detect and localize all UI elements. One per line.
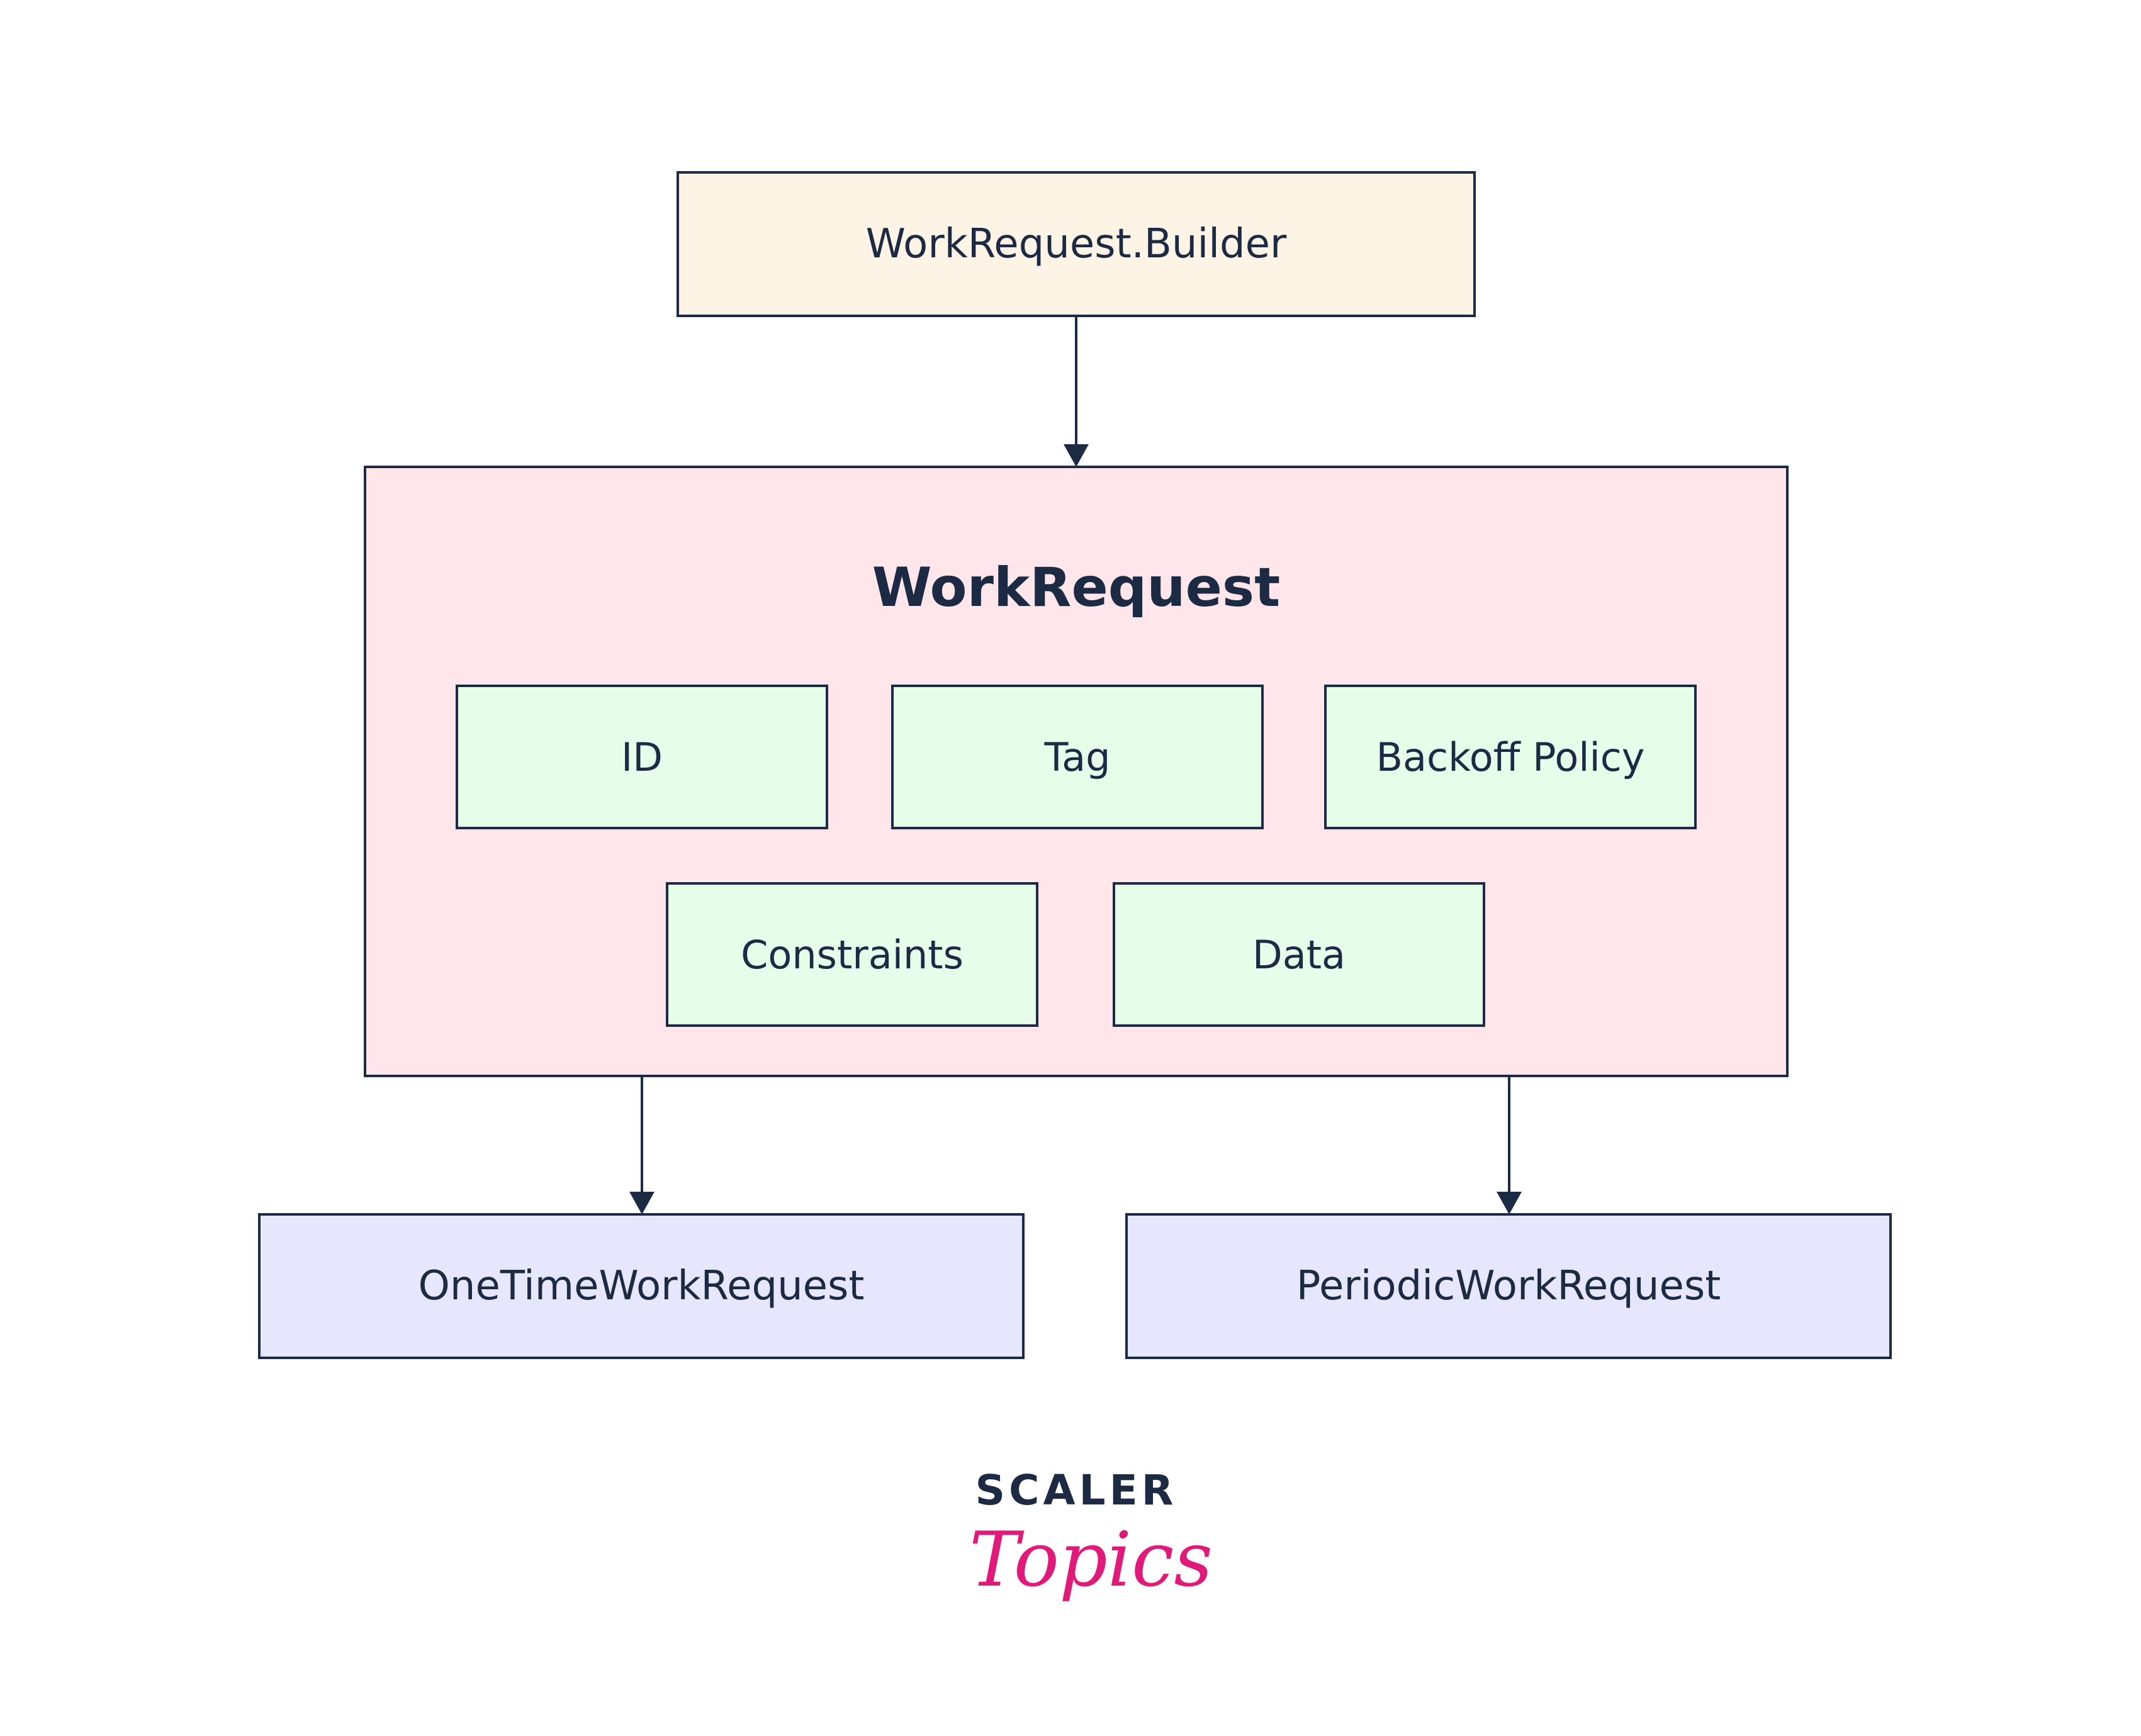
- logo-wordmark-bottom: Topics: [969, 1516, 1213, 1604]
- logo-wordmark-top: SCALER: [975, 1466, 1177, 1515]
- property-data-node: Data: [1113, 882, 1485, 1027]
- workrequest-builder-label: WorkRequest.Builder: [865, 221, 1287, 267]
- workrequest-builder-node: WorkRequest.Builder: [677, 171, 1476, 317]
- property-backoff-policy-node: Backoff Policy: [1324, 685, 1697, 829]
- property-constraints-node: Constraints: [666, 882, 1038, 1027]
- periodic-workrequest-node: PeriodicWorkRequest: [1125, 1213, 1892, 1359]
- property-id-label: ID: [621, 734, 663, 780]
- property-data-label: Data: [1252, 931, 1346, 978]
- workrequest-title: WorkRequest: [872, 556, 1281, 619]
- periodic-workrequest-label: PeriodicWorkRequest: [1296, 1263, 1721, 1309]
- property-constraints-label: Constraints: [741, 931, 964, 978]
- property-backoff-policy-label: Backoff Policy: [1376, 734, 1645, 780]
- onetime-workrequest-node: OneTimeWorkRequest: [258, 1213, 1025, 1359]
- arrow-workrequest-to-onetime: [629, 1077, 655, 1214]
- arrow-workrequest-to-periodic: [1497, 1077, 1522, 1214]
- onetime-workrequest-label: OneTimeWorkRequest: [418, 1263, 865, 1309]
- arrow-builder-to-workrequest: [1064, 317, 1089, 467]
- scaler-topics-logo: SCALER Topics: [969, 1466, 1213, 1630]
- property-tag-node: Tag: [891, 685, 1264, 829]
- property-id-node: ID: [456, 685, 828, 829]
- property-tag-label: Tag: [1044, 734, 1111, 780]
